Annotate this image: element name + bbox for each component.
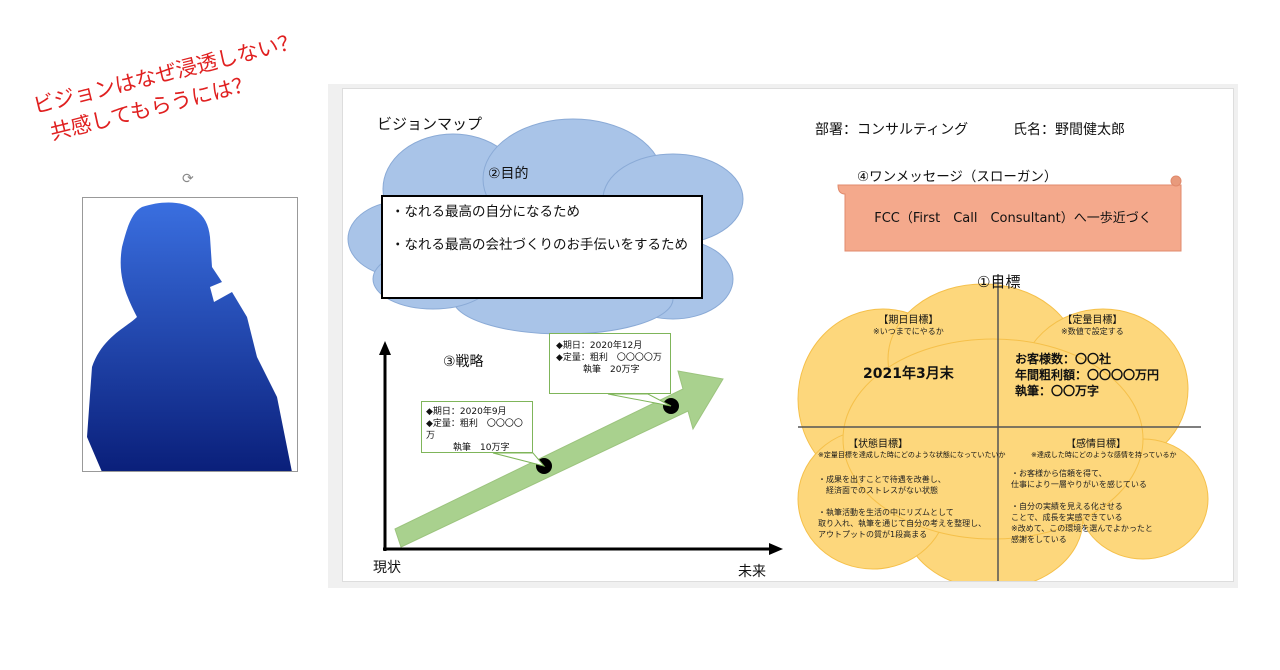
quantitative-goal: 【定量目標】 ※数値で設定する xyxy=(1061,311,1124,337)
purpose-item: ・なれる最高の会社づくりのお手伝いをするため xyxy=(391,237,688,253)
goal-title: 【定量目標】 xyxy=(1062,315,1123,326)
axis-label-future: 未来 xyxy=(738,564,766,580)
goal-line: 経済面でのストレスがない状態 xyxy=(818,486,938,495)
strategy-callout-2: ◆期日：2020年12月 ◆定量：粗利 〇〇〇〇万 執筆 20万字 xyxy=(549,333,671,394)
goal-line: お客様数：〇〇社 xyxy=(1015,352,1112,366)
callout-line: ◆定量：粗利 〇〇〇〇万 xyxy=(556,353,662,363)
goal-line: ・執筆活動を生活の中にリズムとして xyxy=(818,508,954,517)
goal-note: ※数値で設定する xyxy=(1061,327,1124,336)
state-goal: 【状態目標】 ※定量目標を達成した時にどのような状態になっていたいか ・成果を出… xyxy=(818,435,1006,540)
callout-line: ◆期日：2020年9月 xyxy=(426,407,507,417)
goal-line: アウトプットの質が1段高まる xyxy=(818,530,928,539)
headline: ビジョンはなぜ浸透しない？ 共感してもらうには？ xyxy=(30,26,309,150)
vision-map-slide: ビジョンマップ 部署：コンサルティング 氏名：野間健太郎 ②目的 ・なれる最高の… xyxy=(342,88,1234,582)
goal-line: 感謝をしている xyxy=(1011,535,1067,544)
slogan-banner xyxy=(837,184,1182,252)
purpose-box: ・なれる最高の自分になるため ・なれる最高の会社づくりのお手伝いをするため xyxy=(381,195,703,299)
slogan-text: FCC（First Call Consultant）へ一歩近づく xyxy=(874,211,1152,226)
goal-line: ・成果を出すことで待遇を改善し、 xyxy=(818,475,946,484)
goal-line: 仕事により一層やりがいを感じている xyxy=(1011,480,1147,489)
deadline-value: 2021年3月末 xyxy=(863,366,954,382)
goal-line: ことで、成長を実感できている xyxy=(1011,513,1123,522)
goal-title: 【感情目標】 xyxy=(1066,439,1126,450)
axis-label-present: 現状 xyxy=(373,560,401,576)
thinking-person-silhouette xyxy=(82,197,298,473)
slogan-heading: ④ワンメッセージ（スローガン） xyxy=(857,169,1058,185)
goals-heading: ①目標 xyxy=(977,273,1021,291)
silhouette-image[interactable]: ⟳ xyxy=(82,171,298,473)
author-name: 氏名：野間健太郎 xyxy=(1013,122,1125,138)
goal-line: ・自分の実績を見える化させる xyxy=(1011,502,1123,511)
deadline-goal: 【期日目標】 ※いつまでにやるか xyxy=(873,311,944,337)
goal-line: ※改めて、この環境を選んでよかったと xyxy=(1011,524,1153,533)
goals-cloud xyxy=(797,283,1209,581)
goal-note: ※達成した時にどのような感情を持っているか xyxy=(1031,451,1177,459)
strategy-arrow xyxy=(394,370,724,548)
goal-title: 【状態目標】 xyxy=(848,439,908,450)
quantitative-values: お客様数：〇〇社 年間粗利額：〇〇〇〇万円 執筆：〇〇万字 xyxy=(1015,351,1159,399)
department: 部署：コンサルティング xyxy=(815,122,969,138)
goal-title: 【期日目標】 xyxy=(878,315,939,326)
callout-line: ◆期日：2020年12月 xyxy=(556,341,643,351)
strategy-heading: ③戦略 xyxy=(443,354,484,370)
emotion-goal: 【感情目標】 ※達成した時にどのような感情を持っているか ・お客様から信頼を得て… xyxy=(1011,435,1177,545)
purpose-heading: ②目的 xyxy=(488,166,529,182)
callout-line: ◆定量：粗利 〇〇〇〇万 xyxy=(426,419,523,441)
goal-line: ・お客様から信頼を得て、 xyxy=(1011,469,1107,478)
slide-title: ビジョンマップ xyxy=(377,115,483,133)
callout-line: 執筆 10万字 xyxy=(426,443,510,453)
strategy-callout-1: ◆期日：2020年9月 ◆定量：粗利 〇〇〇〇万 執筆 10万字 xyxy=(421,401,533,453)
goal-line: 年間粗利額：〇〇〇〇万円 xyxy=(1015,368,1160,382)
goal-note: ※定量目標を達成した時にどのような状態になっていたいか xyxy=(818,451,1006,459)
goal-note: ※いつまでにやるか xyxy=(873,327,944,336)
purpose-item: ・なれる最高の自分になるため xyxy=(391,204,580,220)
callout-line: 執筆 20万字 xyxy=(556,365,640,375)
rotate-handle-icon[interactable]: ⟳ xyxy=(182,171,194,187)
goal-line: 取り入れ、執筆を通じて自分の考えを整理し、 xyxy=(818,519,987,528)
goal-line: 執筆：〇〇万字 xyxy=(1015,384,1100,398)
